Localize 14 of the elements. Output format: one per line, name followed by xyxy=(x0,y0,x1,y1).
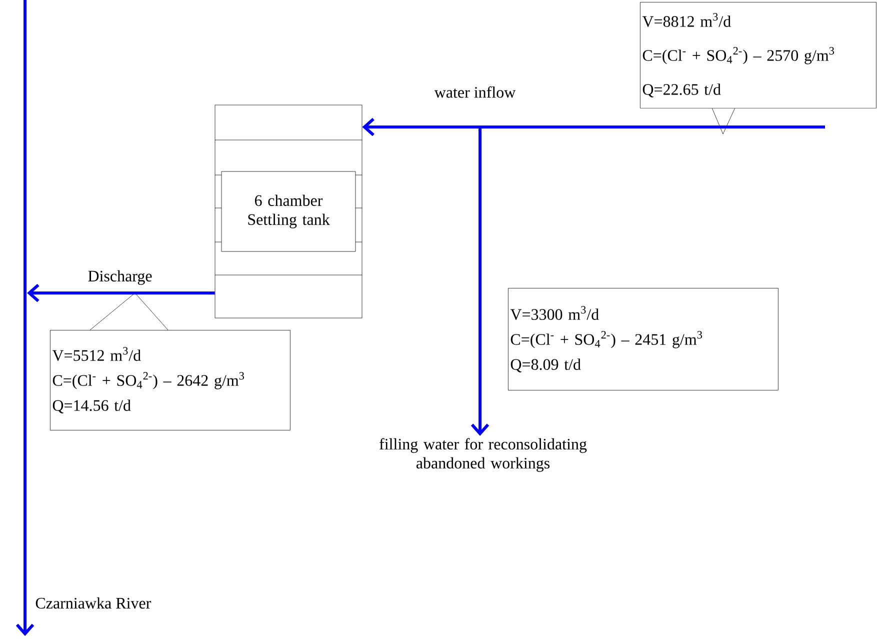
edge-label: Discharge xyxy=(88,270,152,285)
flow-arrow xyxy=(27,284,215,302)
outlet-label: filling water for reconsolidating abandoned workings xyxy=(380,438,587,472)
river-label: Czarniawka River xyxy=(36,597,152,609)
node-label: V=8812 m$^{3}$/d xyxy=(642,13,731,27)
flow-arrow xyxy=(362,118,825,136)
node-label: C=(Cl$^{-}$ + SO$_{4}$$^{2-}$) – 2570 g/m$^{3}$ xyxy=(642,47,834,64)
edge-label: water inflow xyxy=(434,86,516,98)
settling-tank: 6 chamber Settling tank xyxy=(214,104,362,318)
callout-box: V=5512 m$^{3}$/d C=(Cl$^{-}$ + SO$_{4}$$^{2-}$) – 2642 g/m$^{3}$ Q=14.56 t/d xyxy=(50,292,290,430)
node-label: Q=22.65 t/d xyxy=(642,84,721,98)
callout-box: V=8812 m$^{3}$/d C=(Cl$^{-}$ + SO$_{4}$$^{2-}$) – 2570 g/m$^{3}$ Q=22.65 t/d xyxy=(640,2,876,134)
callout-box: V=3300 m$^{3}$/d C=(Cl$^{-}$ + SO$_{4}$$^{2-}$) – 2451 g/m$^{3}$ Q=8.09 t/d xyxy=(508,288,778,390)
flow-arrow xyxy=(470,127,490,436)
